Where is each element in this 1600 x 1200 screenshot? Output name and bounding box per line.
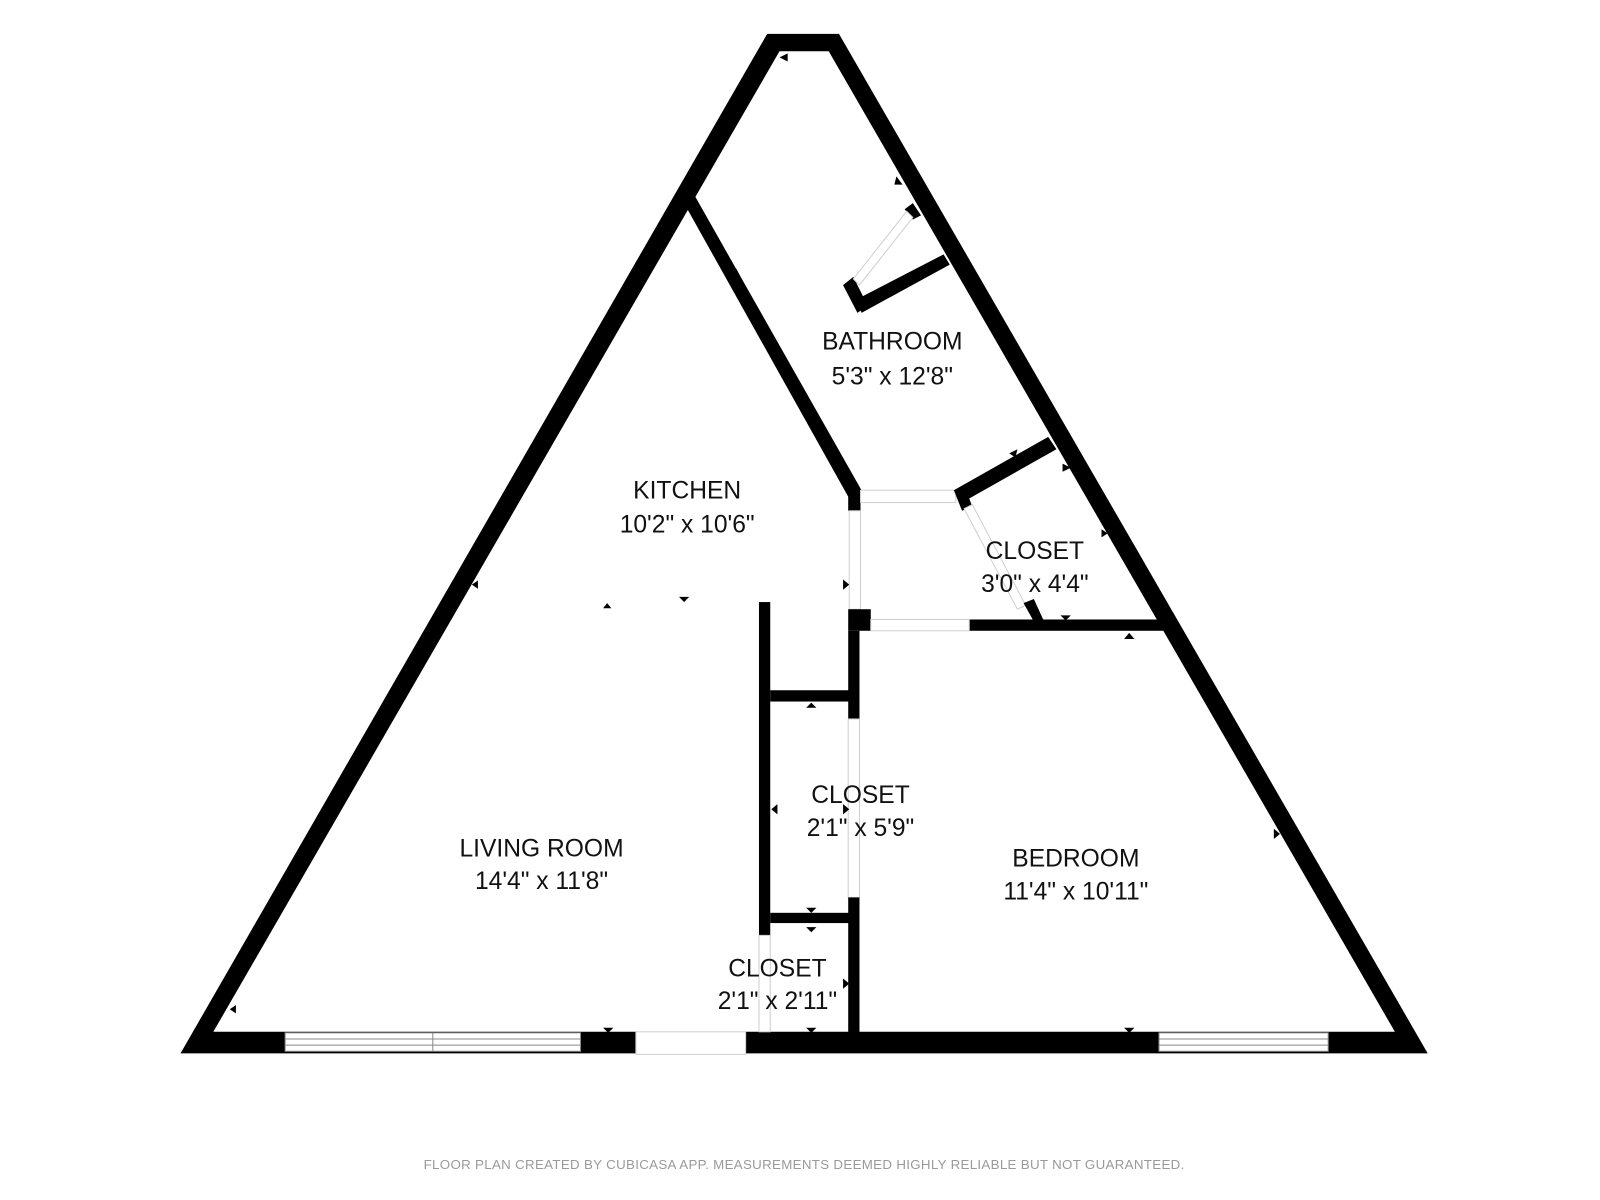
shower-wall (904, 203, 922, 220)
room-size-kitchen: 10'2" x 10'6" (620, 511, 755, 538)
room-size-living-room: 14'4" x 11'8" (475, 868, 608, 895)
room-name-closet-2: CLOSET (811, 782, 909, 809)
wall (1023, 598, 1045, 622)
room-size-bedroom: 11'4" x 10'11" (1003, 878, 1148, 905)
wall (770, 912, 850, 924)
closet-bottom-wall (969, 619, 1165, 631)
exterior-wall (180, 33, 1428, 1054)
shower-opening (852, 210, 914, 286)
room-name-bathroom: BATHROOM (822, 329, 962, 356)
room-name-closet-3: CLOSET (728, 955, 826, 982)
room-name-kitchen: KITCHEN (633, 477, 741, 504)
room-size-closet-3: 2'1" x 2'11" (718, 988, 837, 1015)
bedroom-door (870, 618, 970, 632)
kitchen-opening (848, 510, 862, 610)
kitchen-bathroom-wall (685, 196, 862, 499)
room-size-bathroom: 5'3" x 12'8" (832, 364, 953, 391)
closet-wall (953, 436, 1057, 511)
room-size-closet-1: 3'0" x 4'4" (981, 571, 1089, 598)
wall (848, 897, 860, 1036)
shower-wall (843, 276, 868, 313)
entry-door (635, 1031, 747, 1055)
wall (758, 602, 771, 936)
room-size-closet-2: 2'1" x 5'9" (807, 815, 915, 842)
footer-disclaimer: FLOOR PLAN CREATED BY CUBICASA APP. MEAS… (424, 1157, 1185, 1172)
room-name-bedroom: BEDROOM (1012, 846, 1139, 873)
wall (770, 690, 850, 702)
bathroom-door (860, 489, 957, 504)
wall (848, 490, 861, 511)
measurement-markers (229, 53, 1280, 1033)
room-name-living-room: LIVING ROOM (459, 835, 623, 862)
wall (848, 630, 860, 719)
window-bedroom (1158, 1032, 1329, 1052)
shower-wall (856, 254, 950, 313)
wall (848, 609, 871, 631)
closet-door (758, 934, 771, 1033)
room-name-closet-1: CLOSET (986, 538, 1084, 565)
